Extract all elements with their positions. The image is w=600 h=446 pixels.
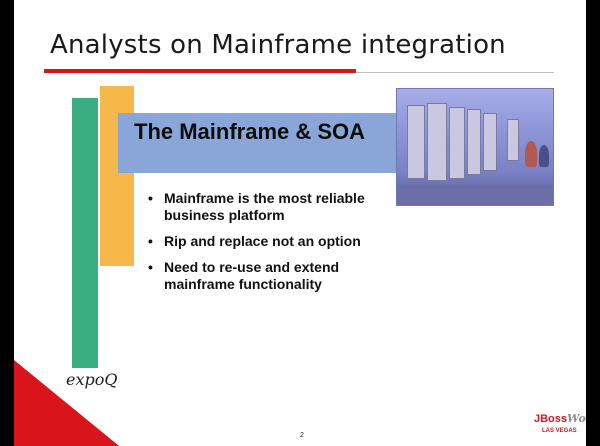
bullet-item: •Rip and replace not an option — [148, 233, 361, 249]
decor-header-band — [118, 113, 408, 173]
expoq-logo: expoQ — [66, 370, 118, 389]
jboss-world-logo: JBossWorld — [534, 412, 586, 425]
decor-red-corner — [14, 360, 124, 446]
page-number: 2 — [300, 432, 304, 439]
slide-title: Analysts on Mainframe integration — [50, 30, 506, 60]
location-label: LAS VEGAS — [542, 428, 577, 434]
slide: Analysts on Mainframe integration The Ma… — [14, 0, 586, 446]
decor-bar-green — [72, 98, 98, 368]
bullet-list: •Mainframe is the most reliable business… — [146, 190, 406, 302]
mainframe-photo — [396, 88, 554, 206]
title-rule-red — [44, 69, 356, 73]
bullet-item: •Need to re-use and extend mainframe fun… — [148, 259, 340, 292]
bullet-item: •Mainframe is the most reliable business… — [148, 190, 365, 223]
content-box-title: The Mainframe & SOA — [134, 119, 366, 144]
